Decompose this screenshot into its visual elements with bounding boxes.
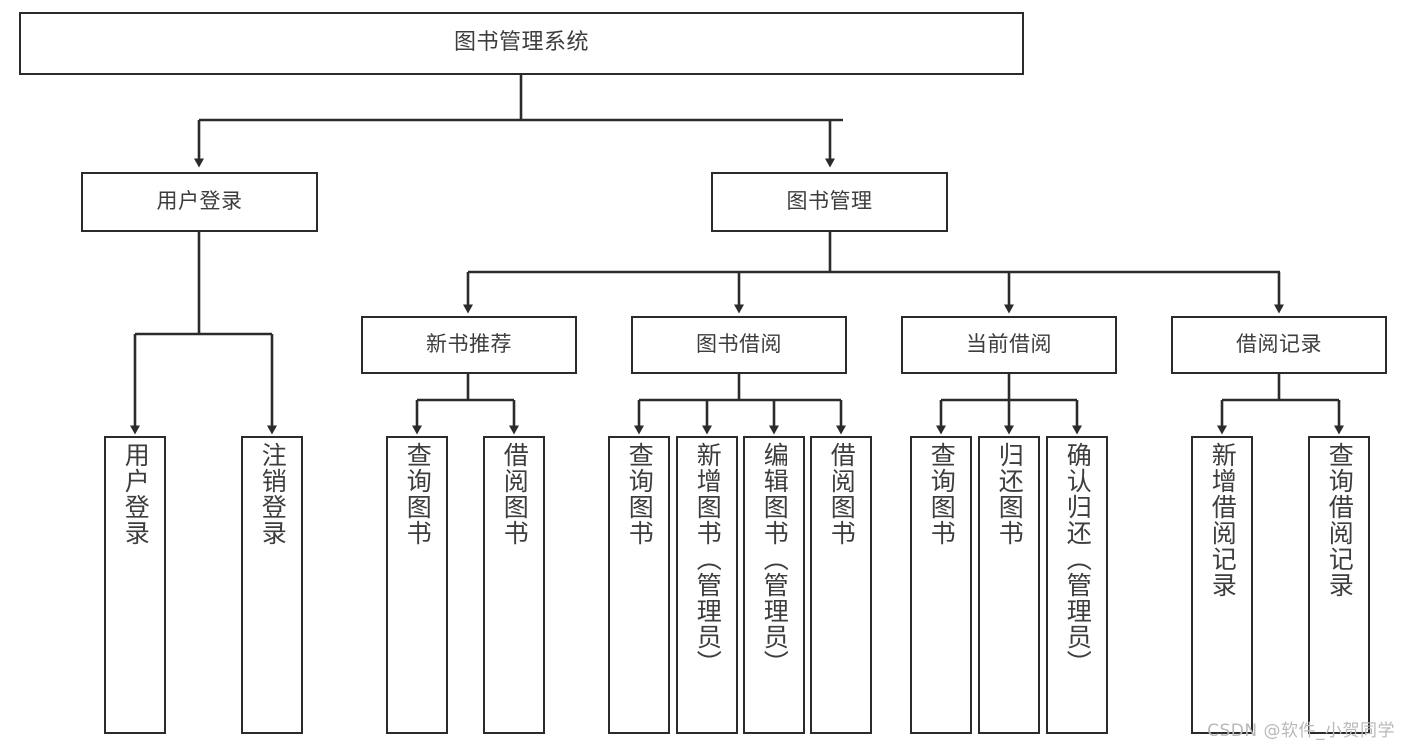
node-label: 借阅图书 <box>827 442 857 546</box>
leaf-borrow-book-recommend[interactable]: 借阅图书 <box>483 436 545 734</box>
node-label: 新书推荐 <box>426 332 512 357</box>
leaf-query-borrow-record[interactable]: 查询借阅记录 <box>1308 436 1370 734</box>
node-label: 查询借阅记录 <box>1325 442 1355 598</box>
node-label: 用户登录 <box>121 442 151 546</box>
node-label: 编辑图书（管理员） <box>760 442 790 676</box>
leaf-borrow-book[interactable]: 借阅图书 <box>810 436 872 734</box>
node-label: 借阅记录 <box>1236 332 1322 357</box>
node-label: 图书管理 <box>786 189 873 214</box>
node-label: 注销登录 <box>258 442 288 546</box>
leaf-query-book-current[interactable]: 查询图书 <box>910 436 972 734</box>
leaf-confirm-return[interactable]: 确认归还（管理员） <box>1046 436 1108 734</box>
node-label: 图书借阅 <box>696 332 782 357</box>
leaf-return-book[interactable]: 归还图书 <box>978 436 1040 734</box>
leaf-add-borrow-record[interactable]: 新增借阅记录 <box>1191 436 1253 734</box>
node-label: 用户登录 <box>156 189 243 214</box>
leaf-add-book[interactable]: 新增图书（管理员） <box>676 436 738 734</box>
leaf-edit-book[interactable]: 编辑图书（管理员） <box>743 436 805 734</box>
node-label: 借阅图书 <box>500 442 530 546</box>
node-current-borrow[interactable]: 当前借阅 <box>901 316 1117 374</box>
node-borrow-record[interactable]: 借阅记录 <box>1171 316 1387 374</box>
node-book-borrow[interactable]: 图书借阅 <box>631 316 847 374</box>
node-label: 新增借阅记录 <box>1208 442 1238 598</box>
node-label: 新增图书（管理员） <box>693 442 723 676</box>
leaf-user-logout[interactable]: 注销登录 <box>241 436 303 734</box>
leaf-query-book-recommend[interactable]: 查询图书 <box>386 436 448 734</box>
node-label: 查询图书 <box>403 442 433 546</box>
node-user-login[interactable]: 用户登录 <box>81 172 318 232</box>
leaf-user-login[interactable]: 用户登录 <box>104 436 166 734</box>
node-label: 查询图书 <box>927 442 957 546</box>
watermark: CSDN @软件_小贺同学 <box>1207 721 1395 741</box>
node-label: 归还图书 <box>995 442 1025 546</box>
node-label: 确认归还（管理员） <box>1063 442 1093 676</box>
node-label: 图书管理系统 <box>453 30 589 56</box>
node-root-book-management-system[interactable]: 图书管理系统 <box>19 12 1024 75</box>
leaf-query-book-borrow[interactable]: 查询图书 <box>608 436 670 734</box>
node-book-management[interactable]: 图书管理 <box>711 172 948 232</box>
node-label: 查询图书 <box>625 442 655 546</box>
node-new-book-recommend[interactable]: 新书推荐 <box>361 316 577 374</box>
node-label: 当前借阅 <box>966 332 1052 357</box>
